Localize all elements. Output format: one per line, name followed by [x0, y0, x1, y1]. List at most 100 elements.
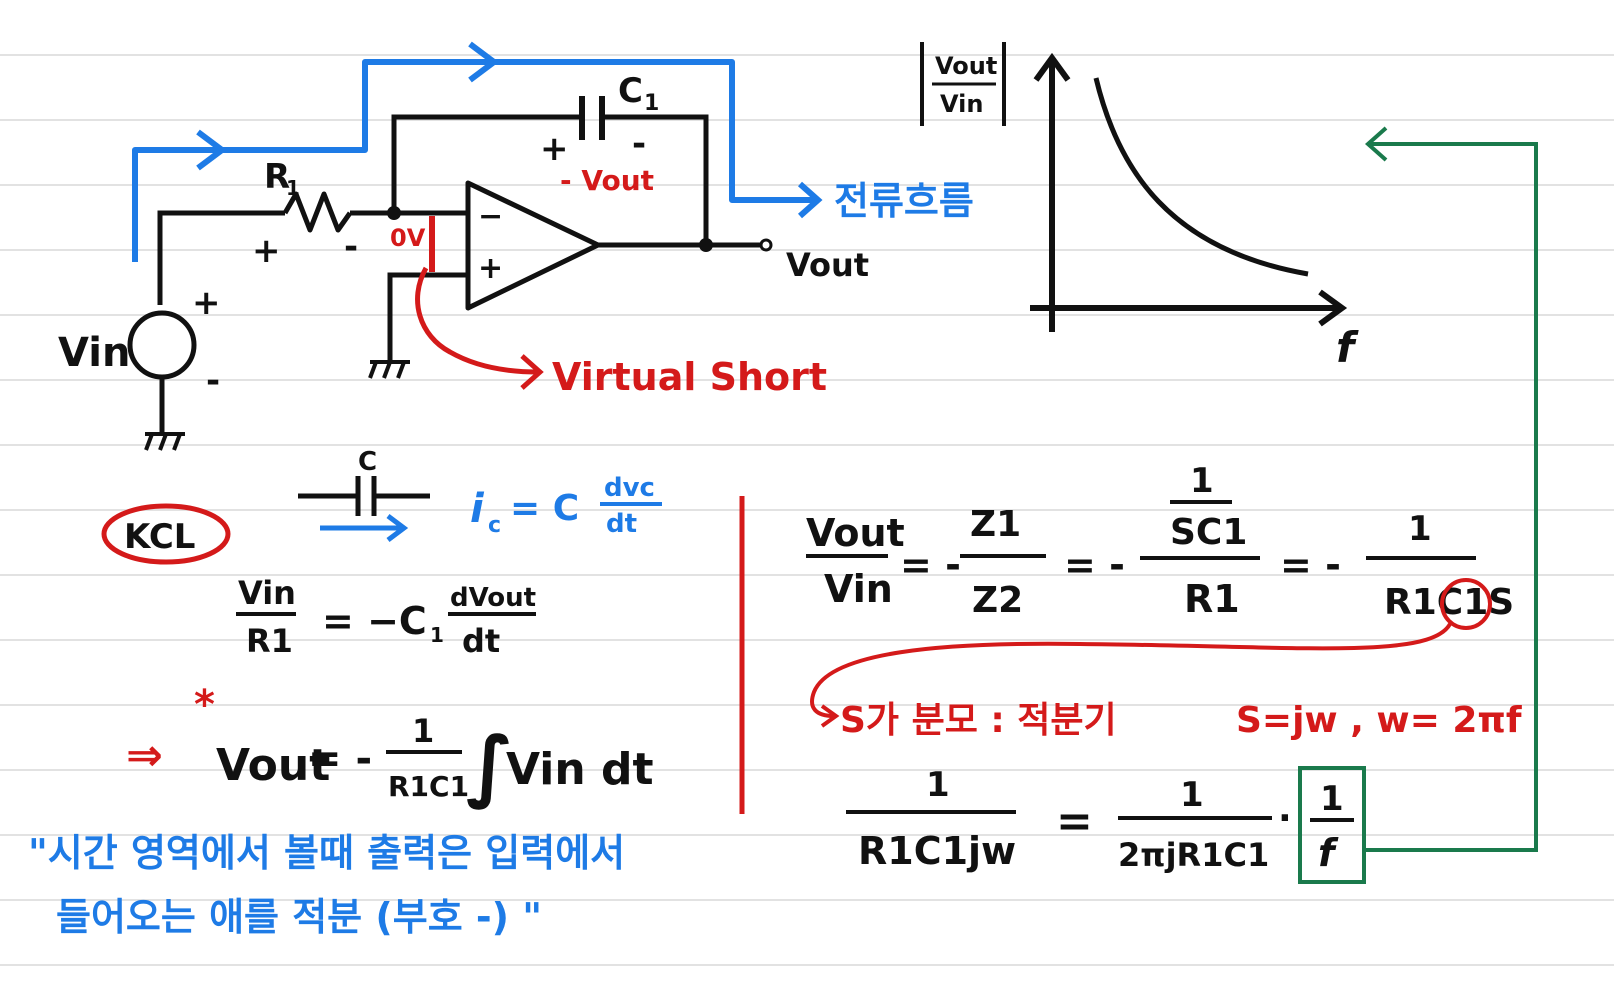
- feedback-wire-left: [391, 114, 582, 213]
- kcl-deriv-denominator: dt: [462, 622, 500, 660]
- tf-final-numerator: 1: [1408, 509, 1432, 549]
- ruled-lines: [0, 54, 1614, 966]
- s-note-connector-arrowhead: [820, 704, 840, 728]
- tf-eq-1: = -: [900, 543, 961, 587]
- note-quote-line-1: "시간 영역에서 볼때 출력은 입력에서: [28, 831, 625, 875]
- kcl-c-subscript: 1: [430, 623, 444, 647]
- integrator-circuit: C 1 + - - Vout R 1 + - 0V − + Vout Vin +…: [58, 41, 974, 451]
- tf-z-denominator: Z2: [972, 580, 1023, 621]
- cap-current-den: dt: [606, 509, 637, 539]
- source-plus: +: [192, 283, 221, 323]
- graph-y-arrowhead: [1033, 52, 1071, 82]
- graph-xlabel: f: [1336, 323, 1359, 372]
- vout-equation-integrand: Vin dt: [506, 744, 654, 795]
- tf-eq-2: = -: [1064, 543, 1125, 587]
- tf-z-numerator: Z1: [970, 504, 1021, 545]
- bottom-multiply-dot: ·: [1278, 798, 1292, 839]
- output-node-dot: [699, 238, 713, 252]
- ground-symbol-source: [144, 432, 185, 451]
- current-arrow-2: [468, 41, 499, 83]
- cap-current-lhs: i: [470, 486, 485, 532]
- capacitor-label: C: [618, 71, 643, 111]
- opamp-triangle: [465, 180, 601, 311]
- graph-ylabel-numerator: Vout: [935, 52, 997, 80]
- left-notes: C i c = C dvc dt KCL Vin R1 = −C 1 dVout…: [28, 447, 662, 939]
- cap-current-num: dvc: [604, 473, 655, 503]
- current-arrow-1: [196, 129, 227, 171]
- resistor-minus: -: [344, 227, 358, 267]
- feedback-wire-right: [602, 114, 709, 245]
- virtual-short-arrowhead: [520, 354, 544, 390]
- implies-arrow: ⇒: [126, 730, 163, 781]
- tf-lhs-numerator: Vout: [806, 511, 905, 555]
- cap-current-lhs-sub: c: [488, 513, 501, 538]
- kcl-label: KCL: [124, 517, 195, 557]
- tf-inner-denominator: R1: [1184, 577, 1240, 621]
- graph-ylabel-denominator: Vin: [940, 90, 983, 118]
- output-terminal: [759, 238, 773, 252]
- current-flow-label: 전류흐름: [834, 179, 974, 223]
- zero-volt-label: 0V: [390, 224, 426, 252]
- kcl-circle: [101, 503, 231, 565]
- vout-equation-frac-den: R1C1: [388, 770, 469, 803]
- resistor-label: R: [264, 157, 290, 197]
- bottom-b-denominator: 2πjR1C1: [1118, 836, 1269, 874]
- graph-x-arrowhead: [1318, 289, 1348, 327]
- resistor-plus: +: [252, 231, 281, 271]
- s-definition-text: S=jw , w= 2πf: [1236, 700, 1522, 741]
- transfer-function-notes: Vout Vin = - Z1 Z2 = - 1 SC1 R1 = - 1 R1…: [806, 461, 1522, 884]
- vin-label: Vin: [58, 330, 130, 376]
- current-arrow-3: [798, 181, 823, 219]
- opamp-plus-label: +: [478, 251, 503, 286]
- tf-inner-middle: SC1: [1170, 512, 1247, 553]
- capacitor-minus: -: [632, 124, 646, 164]
- bottom-c-denominator: f: [1318, 831, 1339, 875]
- cap-symbol-label: C: [358, 447, 377, 477]
- vout-equation-frac-num: 1: [412, 712, 434, 750]
- negative-vout-label: - Vout: [560, 164, 654, 197]
- opamp-minus-label: −: [478, 199, 503, 234]
- cap-current-eq: = C: [510, 488, 579, 529]
- capacitor-plus: +: [540, 129, 569, 169]
- magnitude-graph: Vout Vin f: [920, 42, 1359, 372]
- bottom-b-numerator: 1: [1180, 775, 1204, 815]
- kcl-deriv-numerator: dVout: [450, 583, 536, 613]
- resistor-subscript: 1: [286, 176, 300, 200]
- tf-eq-3: = -: [1280, 543, 1341, 587]
- s-note-text: S가 분모 : 적분기: [840, 700, 1117, 741]
- input-wire: [157, 210, 285, 305]
- current-flow-path: [132, 59, 815, 262]
- source-minus: -: [206, 361, 220, 401]
- inverting-node-dot: [387, 206, 401, 220]
- voltage-source-vin: [127, 310, 197, 380]
- note-quote-line-2: 들어오는 애를 적분 (부호 -) ": [56, 895, 542, 939]
- bottom-a-numerator: 1: [926, 765, 950, 805]
- virtual-short-label: Virtual Short: [552, 355, 827, 399]
- vout-equation-integral: ∫: [466, 721, 514, 811]
- bottom-c-numerator: 1: [1320, 779, 1344, 819]
- ground-symbol-opamp: [368, 360, 410, 379]
- vout-label: Vout: [786, 246, 869, 284]
- inverse-f-curve: [1093, 77, 1309, 277]
- s-note-connector: [810, 622, 1452, 718]
- vout-equation-lhs: Vout: [216, 740, 330, 791]
- green-link-arrow: [1362, 126, 1538, 852]
- bottom-a-denominator: R1C1jw: [858, 829, 1016, 873]
- noninverting-ground-wire: [387, 272, 468, 360]
- cap-current-arrowhead: [386, 514, 409, 542]
- bottom-equals: =: [1056, 796, 1093, 847]
- important-star: *: [194, 682, 215, 728]
- tf-inner-numerator: 1: [1190, 461, 1214, 501]
- kcl-numerator: Vin: [238, 574, 296, 612]
- vout-equation-eq: = -: [308, 736, 372, 782]
- virtual-short-arrow-line: [415, 266, 539, 375]
- kcl-denominator: R1: [246, 622, 293, 660]
- resistor-r1-zigzag: [282, 191, 353, 233]
- capacitor-subscript: 1: [644, 91, 659, 116]
- s-highlight-circle: [1440, 578, 1492, 630]
- tf-lhs-denominator: Vin: [824, 567, 893, 611]
- kcl-equals: = −C: [322, 599, 427, 643]
- one-over-f-box: [1298, 766, 1366, 884]
